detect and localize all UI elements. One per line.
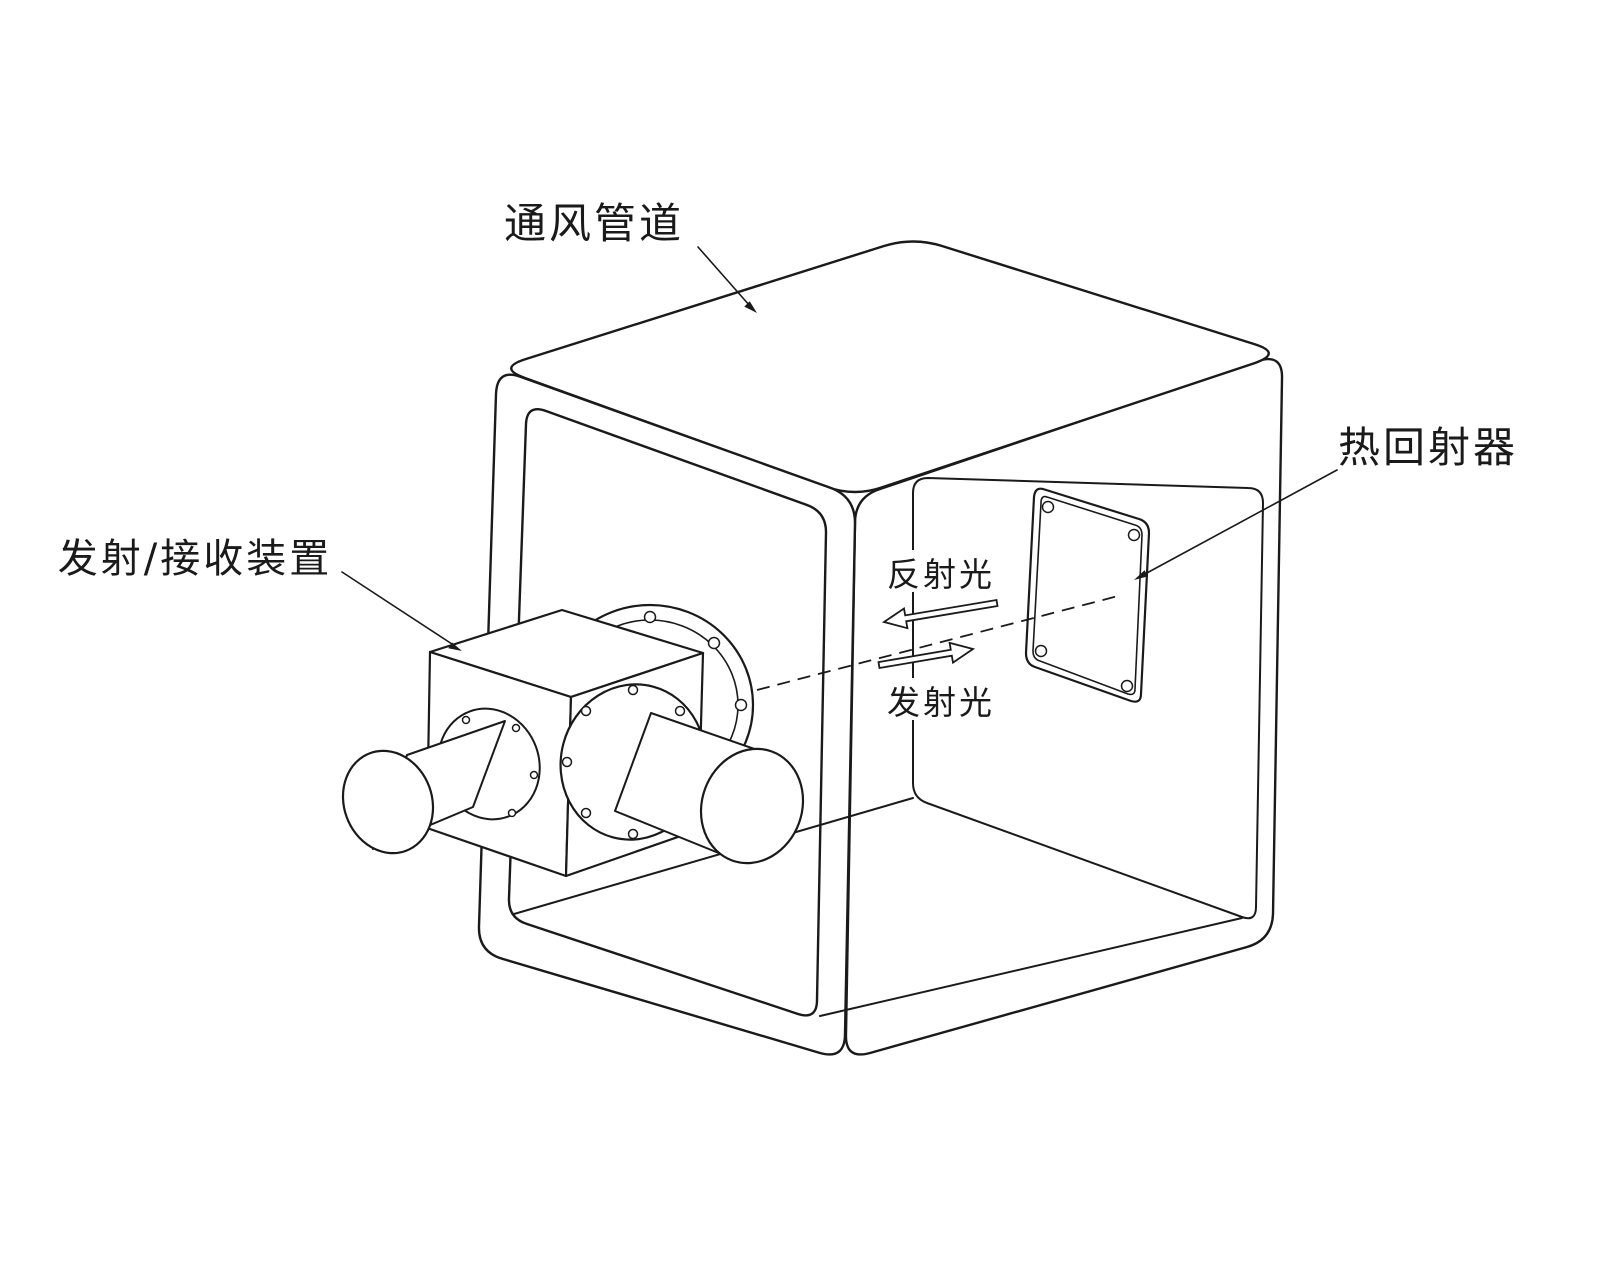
right-lens-bolt-hole [674,705,686,717]
reflector-leader-arrowhead [1134,570,1148,580]
right-lens-bolt-hole [580,705,592,717]
device-label: 发射/接收装置 [58,536,332,582]
duct-floor-edge-right [819,917,1243,1017]
reflector-label: 热回射器 [1338,423,1518,472]
plate-screw [1120,679,1134,693]
duct-label: 通风管道 [504,199,684,248]
reflected-light-label: 反射光 [887,555,995,594]
right-lens-assembly [559,683,805,865]
duct-callout: 通风管道 [504,199,757,313]
right-lens-bolt-hole [580,807,592,819]
plate-screw [1127,528,1141,542]
right-lens-bolt-hole [627,684,639,696]
right-lens-bolt-hole [561,756,573,768]
left-lens-bolt-hole [529,770,539,780]
duct-front-rim-inner [507,407,828,1017]
emitted-light-arrow [877,641,976,670]
duct-floor-edge-left [513,797,914,915]
flange-bolt-hole [643,610,657,624]
left-lens-bolt-hole [511,723,521,733]
plate-screw [1041,500,1055,514]
device-leader-line [341,571,453,645]
flange-bolt-hole [707,636,721,650]
plate-inner-border [1032,495,1143,696]
reflector-callout: 热回射器 [1134,423,1518,580]
duct-top-face [510,240,1270,494]
duct-leader-arrowhead [744,301,757,313]
emitted-light-label-halo [892,678,990,720]
left-lens-assembly [341,707,541,855]
duct-right-face [844,357,1284,1056]
right-lens-cap [699,747,805,865]
transmitter-receiver-device [341,603,805,878]
reflector-leader-line [1144,469,1338,575]
left-lens-bolt-hole [507,808,517,818]
plate-outer-border [1024,487,1151,703]
left-lens-cap [341,749,435,855]
retroreflector-plate [1024,487,1151,703]
flange-bolt-hole [734,698,748,712]
reflected-light-label-halo [892,550,990,592]
left-lens-bolt-hole [461,715,471,725]
reflected-light-arrow [881,598,999,630]
emitted-light-label: 发射光 [887,683,995,722]
right-lens-bolt-hole [627,828,639,840]
duct-back-rim [912,477,1264,920]
device-callout: 发射/接收装置 [58,536,462,651]
duct-leader-line [697,246,751,307]
device-leader-arrowhead [448,642,462,651]
plate-screw [1034,644,1048,658]
